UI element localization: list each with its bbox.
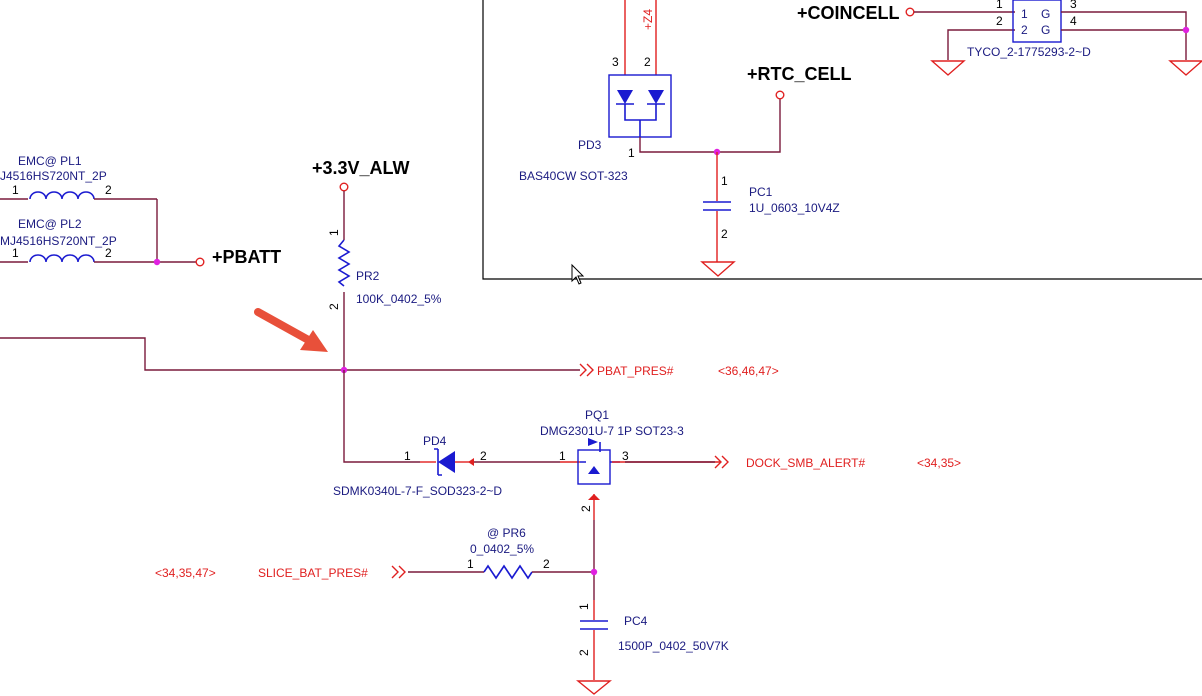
- sheet-border: [482, 0, 1202, 280]
- pc4-value: 1500P_0402_50V7K: [618, 639, 729, 653]
- pd3-value: BAS40CW SOT-323: [519, 169, 628, 183]
- rtc-terminal: [775, 90, 785, 100]
- signal-pbat-pres: PBAT_PRES#: [597, 364, 674, 378]
- junction-pbatt: [153, 258, 161, 266]
- pr6-ref: @ PR6: [487, 526, 526, 540]
- signal-dock-smb-alert: DOCK_SMB_ALERT#: [746, 456, 865, 470]
- pc1-ref: PC1: [749, 185, 773, 199]
- signal-dock-smb-alert-refs: <34,35>: [917, 456, 961, 470]
- diode-pd3[interactable]: +Z4 3 2 1 PD3 BAS40CW SOT-323: [519, 0, 672, 183]
- pd4-pin1: 1: [404, 449, 411, 463]
- pd3-pin2: 2: [644, 55, 651, 69]
- partial-net-label: +Z4: [641, 9, 655, 30]
- net-coincell: +COINCELL: [797, 3, 900, 23]
- pc1-value: 1U_0603_10V4Z: [749, 201, 840, 215]
- tyco-cell-2: 2: [1021, 23, 1028, 37]
- pr6-pin1: 1: [467, 557, 474, 571]
- net-pbatt: +PBATT: [212, 247, 281, 267]
- pr6-pin2: 2: [543, 557, 550, 571]
- pc1-pin2: 2: [721, 227, 728, 241]
- pl1-pin1: 1: [12, 183, 19, 197]
- pl1-ref: EMC@ PL1: [18, 154, 82, 168]
- junction-pr6: [590, 568, 598, 576]
- pq1-pin1: 1: [559, 449, 566, 463]
- capacitor-pc4[interactable]: 1 2 PC4 1500P_0402_50V7K: [577, 600, 729, 680]
- mouse-cursor-icon: [571, 263, 585, 285]
- pc4-ref: PC4: [624, 614, 648, 628]
- tyco-cell-g1: G: [1041, 7, 1050, 21]
- resistor-pr2[interactable]: 1 2 PR2 100K_0402_5%: [327, 191, 442, 370]
- coincell-terminal: [905, 7, 915, 17]
- pq1-pin2: 2: [579, 505, 593, 512]
- pl2-value: MJ4516HS720NT_2P: [0, 234, 117, 248]
- tyco-value: TYCO_2-1775293-2~D: [967, 45, 1091, 59]
- net-3v3-alw: +3.3V_ALW: [312, 158, 410, 178]
- tyco-pin1: 1: [996, 0, 1003, 11]
- inductor-pl2[interactable]: EMC@ PL2 MJ4516HS720NT_2P 1 2: [0, 217, 196, 263]
- tyco-cell-1: 1: [1021, 7, 1028, 21]
- pd3-pin1: 1: [628, 146, 635, 160]
- pr2-pin1: 1: [327, 229, 341, 236]
- ground-pc4: [576, 680, 612, 695]
- rtc-wire: [639, 99, 781, 153]
- signal-slice-bat-pres-refs: <34,35,47>: [155, 566, 216, 580]
- ground-pc1: [700, 261, 736, 277]
- ground-tyco-left: [930, 60, 966, 76]
- offpage-arrow-pbat: [579, 363, 594, 377]
- capacitor-pc1[interactable]: 1 2 PC1 1U_0603_10V4Z: [703, 152, 840, 262]
- diode-pd4[interactable]: PD4 SDMK0340L-7-F_SOD323-2~D 1 2: [333, 370, 560, 498]
- pl2-pin1: 1: [12, 246, 19, 260]
- pbatt-terminal: [195, 257, 205, 267]
- tyco-cell-g2: G: [1041, 23, 1050, 37]
- pd3-pin3: 3: [612, 55, 619, 69]
- resistor-pr6[interactable]: @ PR6 0_0402_5% 1 2: [408, 526, 594, 580]
- pd4-value: SDMK0340L-7-F_SOD323-2~D: [333, 484, 502, 498]
- pc4-pin2: 2: [577, 649, 591, 656]
- inductor-pl1[interactable]: EMC@ PL1 J4516HS720NT_2P 1 2: [0, 154, 157, 200]
- pl1-pin2: 2: [105, 183, 112, 197]
- pc4-pin1: 1: [577, 603, 591, 610]
- pl2-ref: EMC@ PL2: [18, 217, 82, 231]
- tyco-pin2: 2: [996, 14, 1003, 28]
- pl1-value: J4516HS720NT_2P: [0, 169, 107, 183]
- pd4-pin2: 2: [480, 449, 487, 463]
- pq1-ref: PQ1: [585, 408, 609, 422]
- pr6-value: 0_0402_5%: [470, 542, 534, 556]
- ground-tyco-right: [1168, 60, 1202, 76]
- net-rtc-cell: +RTC_CELL: [747, 64, 852, 84]
- tyco-pin4: 4: [1070, 14, 1077, 28]
- pd3-ref: PD3: [578, 138, 602, 152]
- v33-terminal: [339, 182, 349, 192]
- pointer-arrow-icon: [254, 308, 328, 352]
- pbat-pres-wire: [0, 337, 580, 371]
- pd4-ref: PD4: [423, 434, 447, 448]
- mosfet-pq1[interactable]: PQ1 DMG2301U-7 1P SOT23-3 1 3 2: [540, 408, 729, 520]
- pq1-value: DMG2301U-7 1P SOT23-3: [540, 424, 684, 438]
- pr2-pin2: 2: [327, 303, 341, 310]
- pl2-pin2: 2: [105, 246, 112, 260]
- signal-pbat-pres-refs: <36,46,47>: [718, 364, 779, 378]
- pr2-value: 100K_0402_5%: [356, 292, 442, 306]
- tyco-pin3: 3: [1070, 0, 1077, 11]
- signal-slice-bat-pres: SLICE_BAT_PRES#: [258, 566, 368, 580]
- connector-tyco[interactable]: 1 G 2 G 1 2 3 4 TYCO_2-1775293-2~D: [914, 0, 1190, 60]
- pq1-pin3: 3: [622, 449, 629, 463]
- pr2-ref: PR2: [356, 269, 380, 283]
- offpage-arrow-slice: [391, 565, 406, 579]
- pc1-pin1: 1: [721, 174, 728, 188]
